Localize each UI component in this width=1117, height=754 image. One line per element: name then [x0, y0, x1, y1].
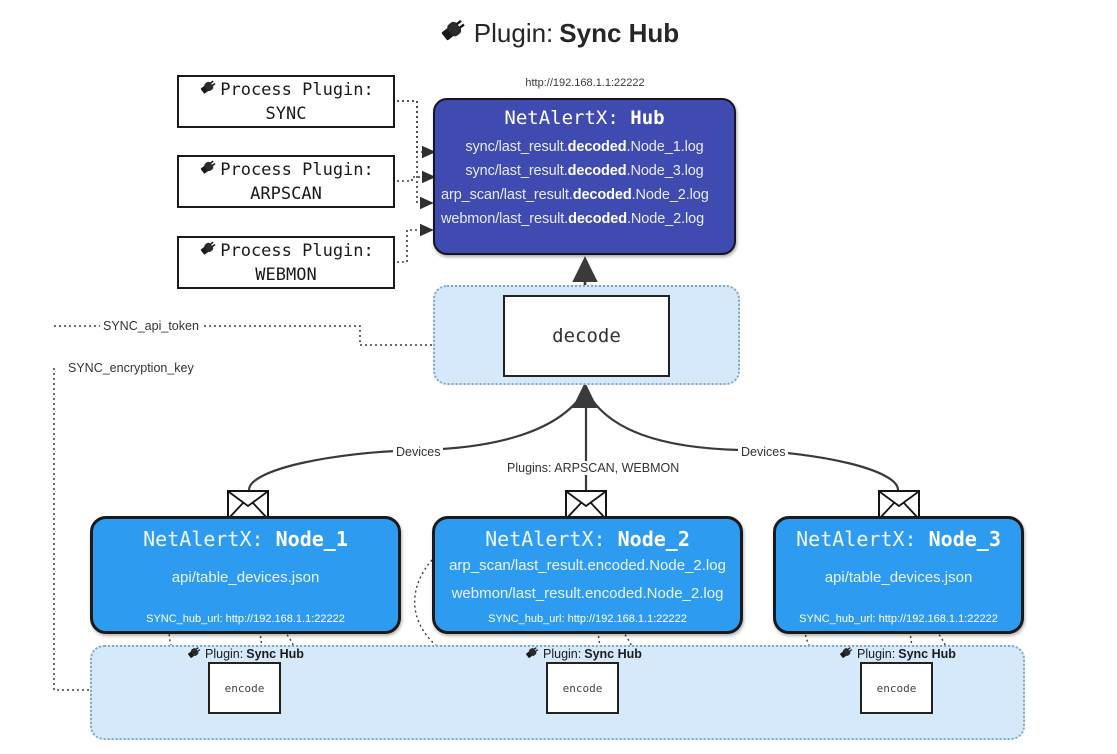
- edge-label-devices-left: Devices: [393, 445, 444, 459]
- page-title: Plugin: Sync Hub: [0, 16, 1117, 51]
- hub-log-line: webmon/last_result.decoded.Node_2.log: [441, 211, 705, 227]
- node-title: NetAlertX: Node_3: [796, 527, 1001, 551]
- hub-card[interactable]: NetAlertX: Hub sync/last_result.decoded.…: [433, 98, 736, 255]
- process-plugin-caption: Process Plugin:: [220, 159, 374, 180]
- process-plugin-webmon[interactable]: Process Plugin: WEBMON: [177, 236, 395, 289]
- plug-icon: [438, 16, 468, 51]
- encode-box[interactable]: encode: [208, 662, 281, 714]
- title-prefix: Plugin:: [473, 18, 554, 48]
- plug-icon: [198, 78, 218, 103]
- node-log-line: arp_scan/last_result.encoded.Node_2.log: [449, 557, 726, 574]
- node-card-node-2[interactable]: NetAlertX: Node_2 arp_scan/last_result.e…: [432, 516, 743, 634]
- node-card-node-3[interactable]: NetAlertX: Node_3 api/table_devices.json…: [773, 516, 1024, 634]
- envelope-icon: [227, 490, 269, 520]
- edge-label-devices-right: Devices: [738, 445, 789, 459]
- process-plugin-caption: Process Plugin:: [220, 240, 374, 261]
- process-plugin-caption: Process Plugin:: [220, 79, 374, 100]
- plug-icon: [838, 645, 854, 663]
- encode-box[interactable]: encode: [860, 662, 933, 714]
- encode-box[interactable]: encode: [546, 662, 619, 714]
- hub-log-line: sync/last_result.decoded.Node_3.log: [465, 163, 704, 179]
- envelope-icon: [878, 490, 920, 520]
- hub-url-label: http://192.168.1.1:22222: [525, 77, 645, 89]
- node-footer: SYNC_hub_url: http://192.168.1.1:22222: [146, 613, 345, 625]
- node-log-line: api/table_devices.json: [824, 569, 973, 586]
- edge-label-plugins: Plugins: ARPSCAN, WEBMON: [504, 461, 683, 475]
- plug-icon: [186, 645, 202, 663]
- process-plugin-name: ARPSCAN: [250, 183, 322, 204]
- node-title: NetAlertX: Node_1: [143, 527, 348, 551]
- process-plugin-sync[interactable]: Process Plugin: SYNC: [177, 75, 395, 128]
- process-plugin-name: WEBMON: [255, 264, 317, 285]
- encode-plugin-label: Plugin: Sync Hub: [186, 645, 304, 663]
- process-plugin-name: SYNC: [265, 103, 307, 124]
- node-card-node-1[interactable]: NetAlertX: Node_1 api/table_devices.json…: [90, 516, 401, 634]
- hub-title: NetAlertX: Hub: [504, 107, 665, 129]
- decode-box[interactable]: decode: [503, 295, 670, 377]
- title-name: Sync Hub: [559, 18, 680, 48]
- edge-label-api-token: SYNC_api_token: [100, 319, 202, 333]
- edge-label-encryption-key: SYNC_encryption_key: [65, 361, 197, 375]
- node-log-line: api/table_devices.json: [171, 569, 320, 586]
- hub-log-line: arp_scan/last_result.decoded.Node_2.log: [441, 187, 709, 203]
- plug-icon: [198, 239, 218, 264]
- encode-plugin-label: Plugin: Sync Hub: [524, 645, 642, 663]
- plug-icon: [198, 158, 218, 183]
- process-plugin-arpscan[interactable]: Process Plugin: ARPSCAN: [177, 155, 395, 208]
- node-footer: SYNC_hub_url: http://192.168.1.1:22222: [488, 613, 687, 625]
- node-log-line: webmon/last_result.encoded.Node_2.log: [451, 585, 724, 602]
- node-footer: SYNC_hub_url: http://192.168.1.1:22222: [799, 613, 998, 625]
- node-title: NetAlertX: Node_2: [485, 527, 690, 551]
- encode-plugin-label: Plugin: Sync Hub: [838, 645, 956, 663]
- plug-icon: [524, 645, 540, 663]
- hub-log-line: sync/last_result.decoded.Node_1.log: [465, 139, 704, 155]
